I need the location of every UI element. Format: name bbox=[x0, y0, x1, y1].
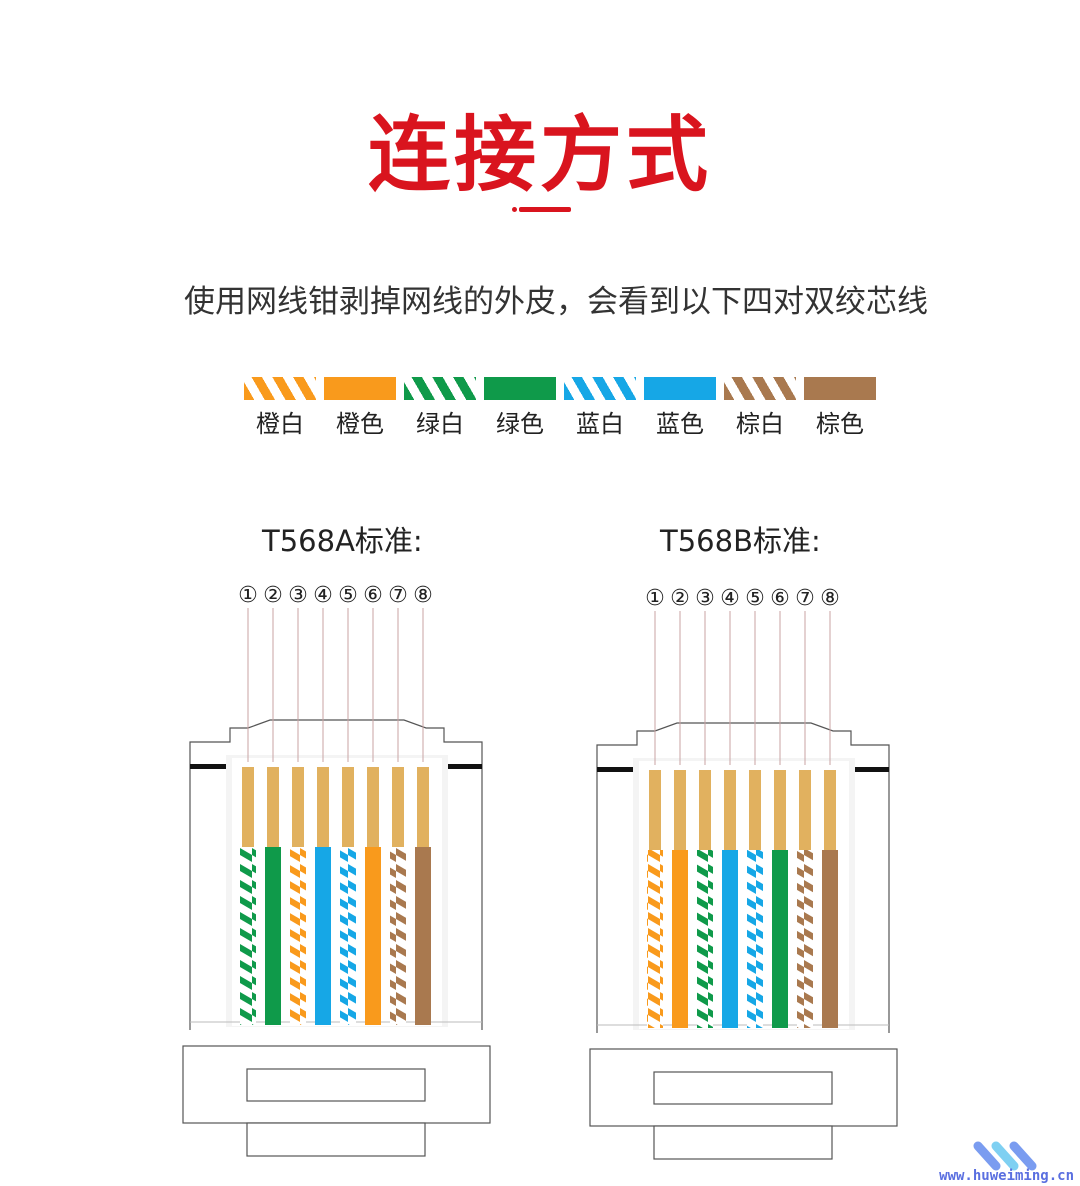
wire-brown bbox=[822, 850, 838, 1028]
t568a-label: T568A标准: bbox=[262, 524, 423, 558]
color-swatch bbox=[324, 377, 396, 400]
connector-tab bbox=[246, 1122, 426, 1157]
gold-contact bbox=[824, 770, 836, 850]
gold-contact bbox=[342, 767, 354, 847]
legend-label: 橙白 bbox=[256, 410, 304, 438]
pin-number: ③ bbox=[288, 583, 308, 608]
pin-number: ① bbox=[238, 583, 258, 608]
latch-line bbox=[440, 764, 482, 769]
color-legend: 橙白 橙色 绿白 绿色 蓝白 蓝色 棕白 棕色 bbox=[240, 377, 880, 439]
wire-green-white bbox=[697, 850, 713, 1028]
t568b-label: T568B标准: bbox=[660, 524, 821, 558]
subtitle: 使用网线钳剥掉网线的外皮，会看到以下四对双绞芯线 bbox=[184, 284, 928, 320]
pin-number: ② bbox=[670, 586, 690, 611]
pin-number: ② bbox=[263, 583, 283, 608]
pin-number: ③ bbox=[695, 586, 715, 611]
wire-orange bbox=[672, 850, 688, 1028]
connector-slot bbox=[653, 1071, 833, 1105]
gold-contact bbox=[799, 770, 811, 850]
gold-contact bbox=[649, 770, 661, 850]
gold-contact bbox=[774, 770, 786, 850]
legend-label: 棕白 bbox=[736, 410, 784, 438]
wire-blue bbox=[315, 847, 331, 1025]
wire-green bbox=[265, 847, 281, 1025]
pin-number: ⑥ bbox=[770, 586, 790, 611]
wire-blue-white bbox=[747, 850, 763, 1028]
title-underline bbox=[519, 207, 571, 212]
gold-contact bbox=[267, 767, 279, 847]
legend-label: 橙色 bbox=[336, 410, 384, 438]
connector-tab bbox=[653, 1125, 833, 1160]
color-swatch bbox=[244, 377, 316, 400]
color-swatch bbox=[644, 377, 716, 400]
color-swatch bbox=[404, 377, 476, 400]
latch-line bbox=[597, 767, 641, 772]
legend-label: 棕色 bbox=[816, 410, 864, 438]
gold-contact bbox=[674, 770, 686, 850]
pin-number: ⑤ bbox=[338, 583, 358, 608]
latch-line bbox=[847, 767, 889, 772]
logo-icon bbox=[973, 1141, 1037, 1171]
wire-blue-white bbox=[340, 847, 356, 1025]
pin-number: ⑤ bbox=[745, 586, 765, 611]
pin-number: ⑦ bbox=[388, 583, 408, 608]
latch-line bbox=[190, 764, 234, 769]
wire-blue bbox=[722, 850, 738, 1028]
legend-item: 棕色 bbox=[800, 377, 880, 439]
watermark: www.huweiming.cn bbox=[939, 1168, 1074, 1184]
pin-number: ④ bbox=[720, 586, 740, 611]
pin-number: ⑥ bbox=[363, 583, 383, 608]
color-swatch bbox=[484, 377, 556, 400]
legend-item: 蓝色 bbox=[640, 377, 720, 439]
connector-body-outline bbox=[596, 722, 890, 1033]
gold-contact bbox=[242, 767, 254, 847]
pin-number: ① bbox=[645, 586, 665, 611]
legend-label: 蓝白 bbox=[576, 410, 624, 438]
pin-number: ⑧ bbox=[413, 583, 433, 608]
wire-brown-white bbox=[797, 850, 813, 1028]
legend-item: 绿色 bbox=[480, 377, 560, 439]
title-underline-dot bbox=[512, 207, 517, 212]
color-swatch bbox=[804, 377, 876, 400]
legend-label: 蓝色 bbox=[656, 410, 704, 438]
gold-contact bbox=[417, 767, 429, 847]
legend-item: 橙色 bbox=[320, 377, 400, 439]
wire-orange-white bbox=[290, 847, 306, 1025]
legend-item: 橙白 bbox=[240, 377, 320, 439]
wire-orange bbox=[365, 847, 381, 1025]
gold-contact bbox=[699, 770, 711, 850]
legend-item: 蓝白 bbox=[560, 377, 640, 439]
wire-brown bbox=[415, 847, 431, 1025]
gold-contact bbox=[749, 770, 761, 850]
pin-number: ⑧ bbox=[820, 586, 840, 611]
gold-contact bbox=[292, 767, 304, 847]
wire-green bbox=[772, 850, 788, 1028]
connector-slot bbox=[246, 1068, 426, 1102]
gold-contact bbox=[317, 767, 329, 847]
gold-contact bbox=[367, 767, 379, 847]
legend-label: 绿色 bbox=[496, 410, 544, 438]
wire-brown-white bbox=[390, 847, 406, 1025]
legend-item: 棕白 bbox=[720, 377, 800, 439]
gold-contact bbox=[724, 770, 736, 850]
pin-number: ④ bbox=[313, 583, 333, 608]
color-swatch bbox=[724, 377, 796, 400]
connector-body-outline bbox=[189, 719, 483, 1030]
legend-label: 绿白 bbox=[416, 410, 464, 438]
page-title: 连接方式 bbox=[367, 108, 712, 203]
wire-green-white bbox=[240, 847, 256, 1025]
legend-item: 绿白 bbox=[400, 377, 480, 439]
wire-orange-white bbox=[647, 850, 663, 1028]
pin-number: ⑦ bbox=[795, 586, 815, 611]
color-swatch bbox=[564, 377, 636, 400]
gold-contact bbox=[392, 767, 404, 847]
